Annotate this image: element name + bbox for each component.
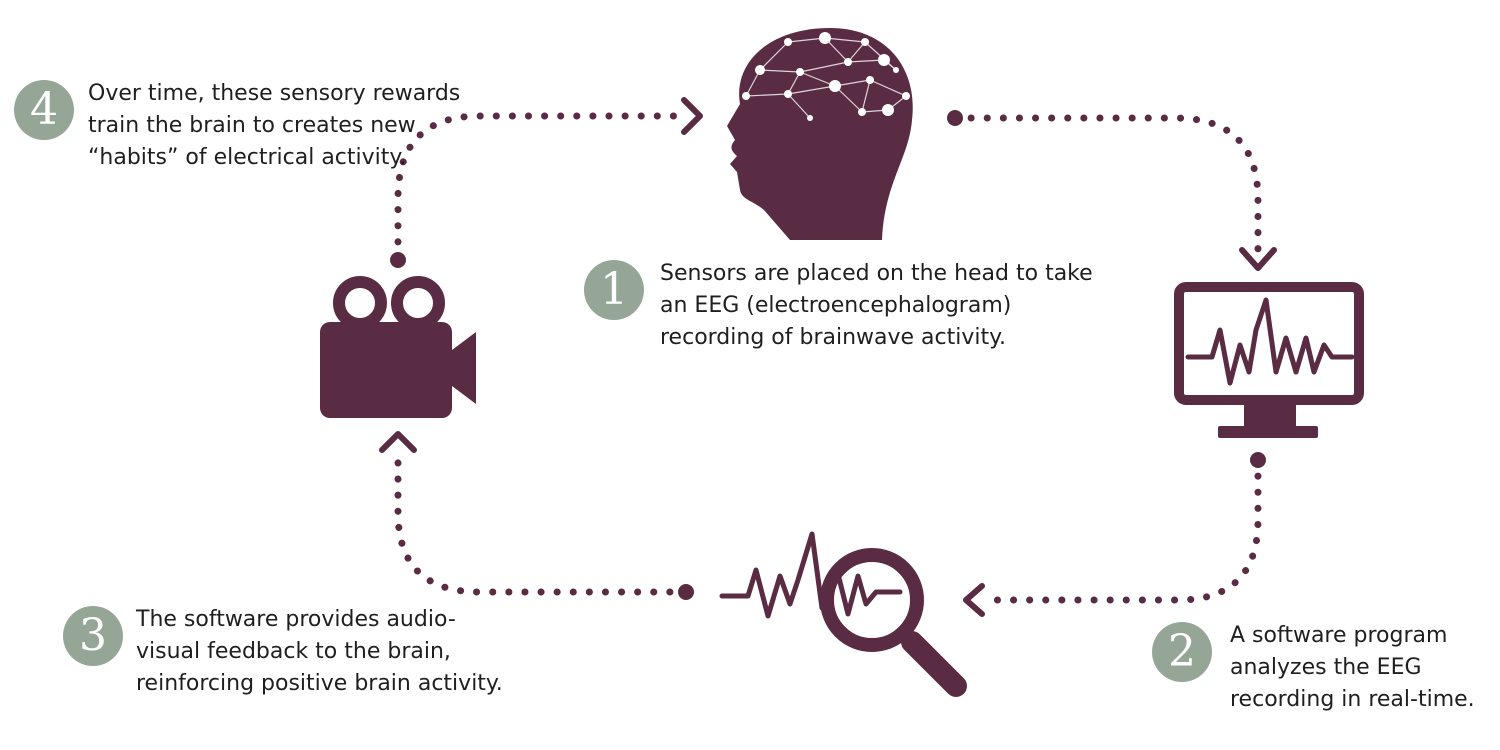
step-3-line-1: The software provides audio- [136, 607, 456, 632]
camera-reel-left [333, 276, 387, 330]
magnifier-waveform [719, 531, 903, 619]
step-3-number: 3 [79, 610, 107, 661]
step-4-line-1: Over time, these sensory rewards [88, 81, 461, 106]
step-2-description: A software program analyzes the EEG reco… [1230, 620, 1475, 716]
step-1-line-2: an EEG (electroencephalogram) [660, 293, 1012, 318]
camera-body [320, 322, 452, 418]
connector-head-to-monitor [947, 110, 1277, 271]
step-1-line-1: Sensors are placed on the head to take [660, 261, 1093, 286]
path-start-dot [1250, 452, 1266, 468]
dotted-path [951, 114, 1262, 259]
arrow-head [681, 97, 703, 135]
connector-camera-to-head [390, 97, 703, 268]
connector-magnifier-to-camera [379, 431, 694, 600]
step-1-description: Sensors are placed on the head to take a… [660, 258, 1093, 354]
step-2-number: 2 [1168, 626, 1196, 677]
arrow-head [379, 431, 417, 453]
dotted-path [394, 112, 686, 262]
step-4-line-2: train the brain to creates new [88, 113, 416, 138]
dotted-path [394, 446, 690, 596]
step-2-line-3: recording in real-time. [1230, 687, 1475, 712]
arrow-head [1239, 247, 1277, 271]
step-4-line-3: “habits” of electrical activity. [88, 145, 407, 170]
magnifier-handle [901, 631, 967, 697]
eeg-waveform [1185, 297, 1355, 386]
connector-monitor-to-magnifier [963, 452, 1266, 617]
step-2-line-2: analyzes the EEG [1230, 655, 1422, 680]
magnifier-wave-icon [719, 531, 967, 697]
monitor-neck [1244, 400, 1296, 426]
step-4-description: Over time, these sensory rewards train t… [88, 78, 460, 174]
path-start-dot [678, 584, 694, 600]
step-2-badge: 2 [1152, 622, 1212, 682]
video-camera-icon [320, 276, 476, 418]
arrow-head [963, 583, 985, 617]
step-3-line-3: reinforcing positive brain activity. [136, 671, 503, 696]
step-3-badge: 3 [63, 606, 123, 666]
path-start-dot [947, 110, 963, 126]
eeg-monitor-icon [1174, 282, 1364, 438]
step-3-description: The software provides audio- visual feed… [136, 604, 503, 700]
step-4-badge: 4 [14, 80, 74, 140]
step-2-line-1: A software program [1230, 623, 1448, 648]
monitor-base [1218, 426, 1318, 438]
camera-reel-right [391, 276, 445, 330]
step-1-badge: 1 [584, 260, 644, 320]
step-3-line-2: visual feedback to the brain, [136, 639, 451, 664]
dotted-path [981, 456, 1262, 604]
magnifier-lens [820, 548, 924, 652]
brain-head-icon [727, 28, 913, 240]
step-1-number: 1 [600, 264, 628, 315]
path-start-dot [390, 252, 406, 268]
step-4-number: 4 [30, 84, 58, 135]
step-1-line-3: recording of brainwave activity. [660, 325, 1007, 350]
camera-lens [452, 332, 476, 404]
